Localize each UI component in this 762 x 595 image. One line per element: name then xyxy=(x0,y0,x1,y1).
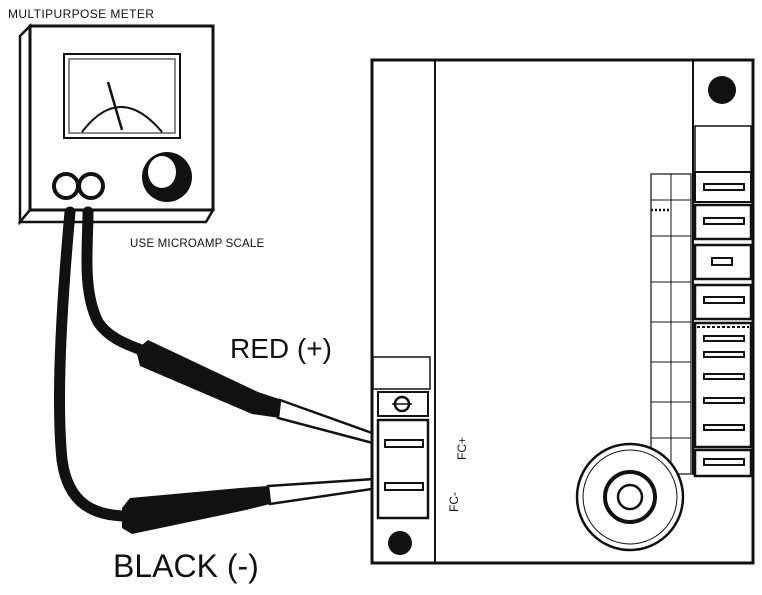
multipurpose-meter xyxy=(17,22,216,226)
red-probe-tip xyxy=(276,398,388,448)
mounting-hole-bottom xyxy=(388,531,412,555)
meter-scale-arc xyxy=(81,106,163,133)
meter-title-label: MULTIPURPOSE METER xyxy=(8,7,155,21)
microamp-scale-note: USE MICROAMP SCALE xyxy=(130,238,265,250)
test-leads xyxy=(54,206,394,534)
black-lead-wire xyxy=(54,206,134,522)
terminal-fc-minus xyxy=(384,482,424,491)
terminal-fc-plus-label: FC+ xyxy=(455,436,469,460)
meter-needle xyxy=(106,81,124,131)
terminal-block xyxy=(376,418,430,520)
terminal-fc-plus xyxy=(384,439,424,448)
mounting-hole-top xyxy=(708,76,736,104)
meter-jack-right xyxy=(77,172,105,200)
control-board xyxy=(370,58,755,565)
red-probe-handle xyxy=(136,340,282,418)
meter-jack-left xyxy=(52,172,80,200)
black-probe-label: BLACK (-) xyxy=(113,548,259,584)
terminal-fc-minus-label: FC- xyxy=(447,492,461,512)
red-probe-label: RED (+) xyxy=(230,333,332,364)
red-lead-wire xyxy=(81,206,152,358)
meter-dial-window xyxy=(63,53,181,139)
black-probe-handle xyxy=(122,486,270,534)
